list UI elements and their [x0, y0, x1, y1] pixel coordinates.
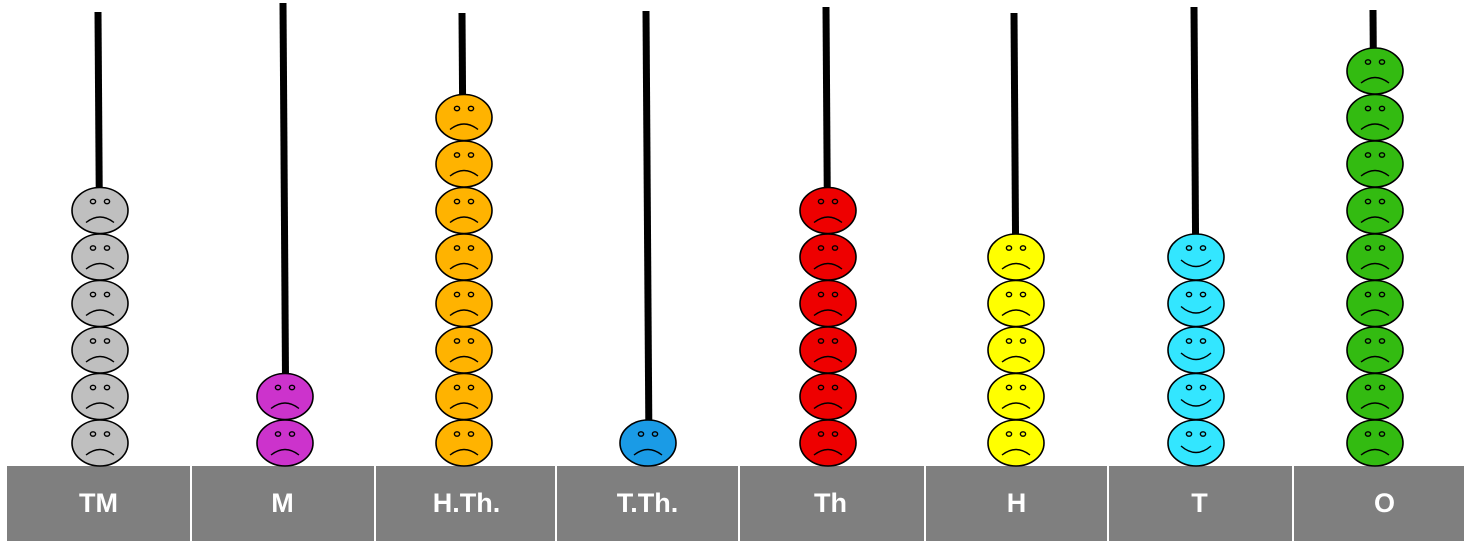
- sad-face-bead: [1346, 93, 1404, 142]
- sad-face-bead: [71, 326, 129, 374]
- sad-face-bead: [799, 233, 857, 281]
- base-divider: [190, 466, 192, 541]
- sad-face-bead: [619, 419, 677, 467]
- sad-face-bead: [71, 186, 129, 235]
- sad-face-bead: [71, 419, 129, 467]
- sad-face-bead: [435, 419, 493, 467]
- sad-face-bead: [799, 186, 857, 235]
- sad-face-bead: [256, 372, 314, 421]
- happy-face-bead: [1167, 326, 1225, 374]
- place-label-ten-millions: TM: [79, 488, 118, 518]
- happy-face-bead: [1167, 233, 1225, 281]
- place-label-hundred-thousands: H.Th.: [432, 488, 501, 518]
- base-divider: [924, 466, 926, 541]
- place-label-millions: M: [271, 488, 294, 518]
- sad-face-bead: [1346, 186, 1404, 235]
- sad-face-bead: [987, 326, 1045, 374]
- sad-face-bead: [799, 279, 857, 328]
- sad-face-bead: [987, 372, 1045, 421]
- sad-face-bead: [71, 279, 129, 328]
- sad-face-bead: [1346, 419, 1404, 467]
- sad-face-bead: [435, 93, 493, 142]
- place-label-thousands: Th: [814, 488, 847, 518]
- base-divider: [555, 466, 557, 541]
- base-divider: [1292, 466, 1294, 541]
- sad-face-bead: [256, 419, 314, 467]
- sad-face-bead: [1346, 140, 1404, 188]
- sad-face-bead: [71, 233, 129, 281]
- happy-face-bead: [1167, 279, 1225, 328]
- sad-face-bead: [1346, 47, 1404, 95]
- sad-face-bead: [1346, 326, 1404, 374]
- place-label-tens: T: [1191, 488, 1208, 518]
- sad-face-bead: [71, 372, 129, 421]
- sad-face-bead: [435, 140, 493, 188]
- abacus-base: [7, 466, 1464, 541]
- base-divider: [374, 466, 376, 541]
- place-label-ten-thousands: T.Th.: [616, 488, 679, 518]
- base-divider: [1107, 466, 1109, 541]
- place-label-ones: O: [1373, 488, 1395, 518]
- sad-face-bead: [1346, 372, 1404, 421]
- sad-face-bead: [799, 419, 857, 467]
- sad-face-bead: [987, 419, 1045, 467]
- sad-face-bead: [435, 372, 493, 421]
- sad-face-bead: [987, 279, 1045, 328]
- sad-face-bead: [435, 186, 493, 235]
- sad-face-bead: [799, 372, 857, 421]
- sad-face-bead: [435, 279, 493, 328]
- happy-face-bead: [1167, 372, 1225, 421]
- sad-face-bead: [987, 233, 1045, 281]
- sad-face-bead: [1346, 233, 1404, 281]
- sad-face-bead: [799, 326, 857, 374]
- place-label-hundreds: H: [1006, 488, 1027, 518]
- sad-face-bead: [1346, 279, 1404, 328]
- base-divider: [738, 466, 740, 541]
- happy-face-bead: [1167, 419, 1225, 467]
- abacus-rod: [642, 10, 653, 453]
- sad-face-bead: [435, 233, 493, 281]
- sad-face-bead: [435, 326, 493, 374]
